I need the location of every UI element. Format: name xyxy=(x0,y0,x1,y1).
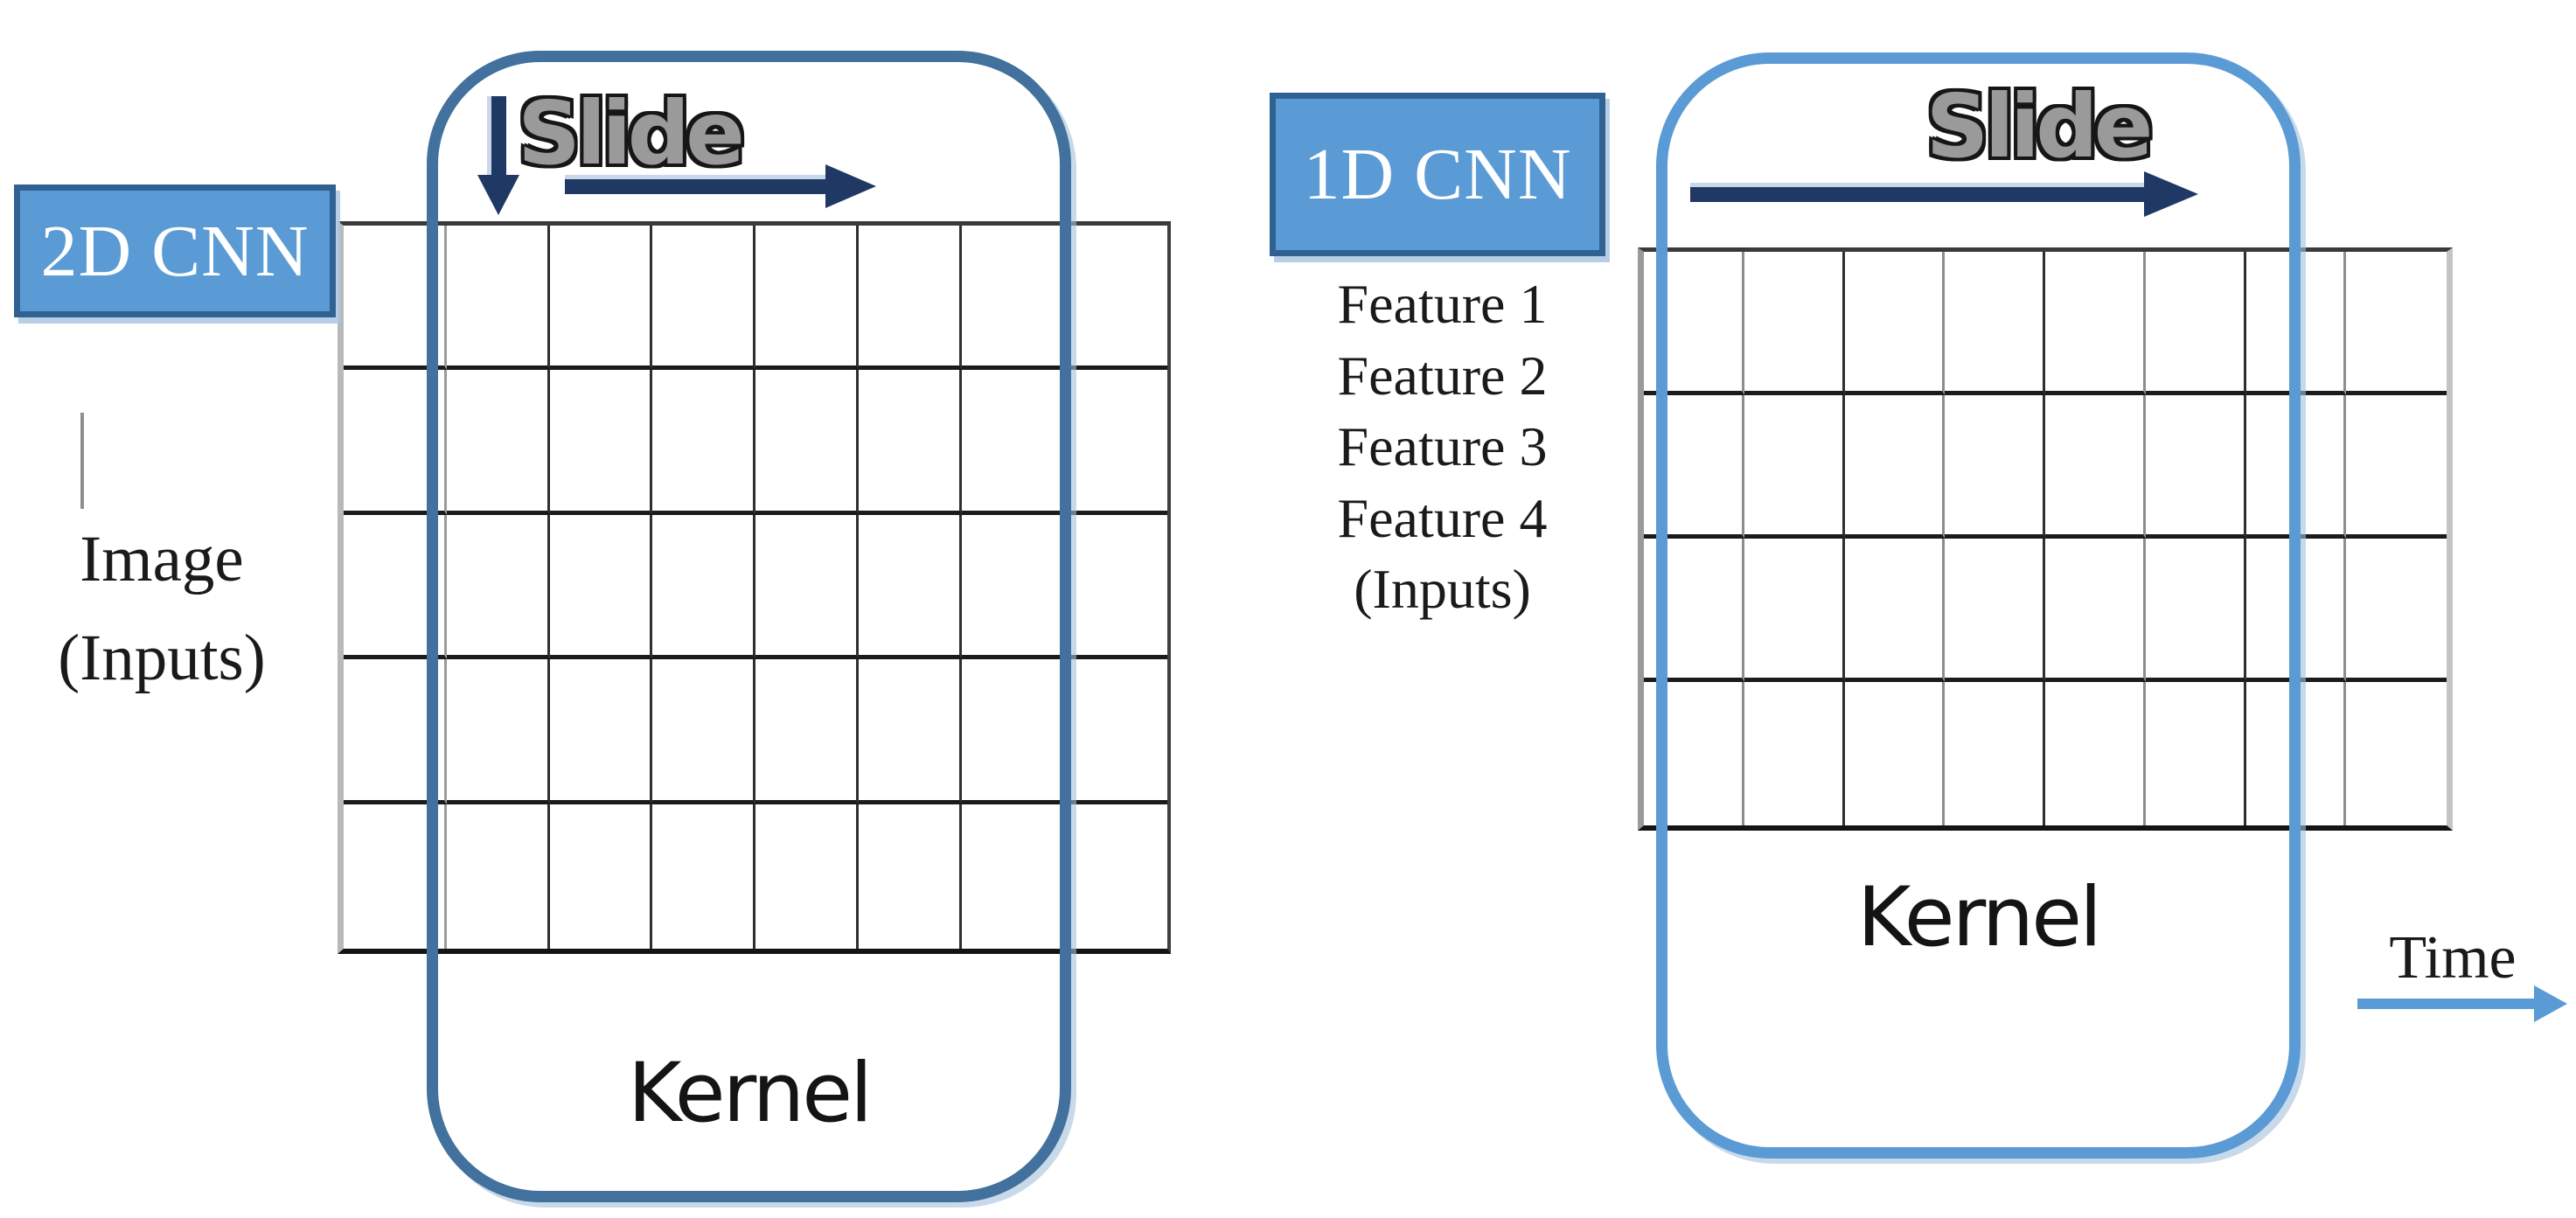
feature-label: Feature 1 xyxy=(1337,273,1548,335)
slide-right-arrow-icon-1d xyxy=(2144,171,2198,217)
grid-cell xyxy=(549,226,653,371)
grid-cell xyxy=(1844,395,1946,539)
grid-cell xyxy=(1845,682,1946,825)
grid-cell xyxy=(1064,226,1167,371)
grid-cell xyxy=(549,370,653,515)
grid-cell xyxy=(446,659,550,804)
grid-cell xyxy=(2145,252,2246,395)
grid-cell xyxy=(1644,539,1744,682)
grid-cell xyxy=(858,514,962,660)
time-label: Time xyxy=(2389,924,2517,992)
grid-cell xyxy=(1744,539,1845,682)
grid-cell xyxy=(1844,539,1946,682)
kernel-outline-2d xyxy=(427,51,1071,1202)
kernel-outline-1d xyxy=(1656,52,2301,1159)
grid-cell xyxy=(549,514,653,660)
grid-cell xyxy=(1744,395,1845,539)
grid-cell xyxy=(1064,659,1167,804)
feature-labels: Feature 1 Feature 2 Feature 3 Feature 4 … xyxy=(1270,268,1615,625)
grid-cell xyxy=(344,514,447,660)
slide-right-arrow-icon-2d xyxy=(825,164,876,208)
grid-cell xyxy=(1844,252,1946,395)
grid-cell xyxy=(2246,682,2347,825)
grid-cell xyxy=(858,659,962,804)
input-grid-1d xyxy=(1638,247,2453,831)
grid-cell xyxy=(549,659,653,804)
tag-2d-cnn-label: 2D CNN xyxy=(40,210,310,292)
grid-cell xyxy=(550,804,653,949)
grid-cell xyxy=(652,659,755,804)
grid-cell xyxy=(859,804,962,949)
image-inputs-label: (Inputs) xyxy=(58,622,266,694)
slide-down-arrow-shaft xyxy=(491,96,506,177)
grid-cell xyxy=(2146,682,2246,825)
tag-1d-cnn-label: 1D CNN xyxy=(1303,134,1572,215)
time-arrow-icon xyxy=(2534,985,2567,1022)
slide-right-arrow-shaft-2d xyxy=(565,179,825,194)
grid-cell xyxy=(1744,682,1845,825)
image-axis-tick xyxy=(80,413,84,509)
input-grid-2d xyxy=(338,221,1171,954)
grid-cell xyxy=(858,370,962,515)
grid-cell xyxy=(652,514,755,660)
grid-cell xyxy=(755,804,859,949)
grid-cell xyxy=(858,226,962,371)
grid-cell xyxy=(2346,539,2447,682)
slide-down-arrow-icon xyxy=(477,175,519,215)
grid-cell xyxy=(2045,395,2146,539)
feature-label: Feature 2 xyxy=(1337,344,1548,407)
grid-cell xyxy=(2346,682,2447,825)
grid-cell xyxy=(755,370,859,515)
grid-cell xyxy=(2346,395,2447,539)
feature-label: Feature 4 xyxy=(1337,486,1548,549)
feature-label: Feature 3 xyxy=(1337,415,1548,477)
grid-cell xyxy=(1644,682,1744,825)
grid-cell xyxy=(2145,395,2246,539)
image-label: Image xyxy=(80,523,244,595)
slide-label-1d: Slide xyxy=(1925,75,2154,177)
grid-cell xyxy=(755,514,859,660)
tag-1d-cnn: 1D CNN xyxy=(1270,93,1605,256)
grid-cell xyxy=(1945,395,2045,539)
grid-cell xyxy=(755,226,859,371)
grid-cell xyxy=(446,370,550,515)
grid-cell xyxy=(1064,804,1167,949)
kernel-label-1d: Kernel xyxy=(1856,870,2102,965)
grid-cell xyxy=(344,804,447,949)
grid-cell xyxy=(1644,395,1744,539)
time-arrow-shaft xyxy=(2357,999,2536,1009)
grid-cell xyxy=(2145,539,2246,682)
grid-cell xyxy=(1945,539,2045,682)
grid-cell xyxy=(447,804,550,949)
grid-cell xyxy=(1644,252,1744,395)
grid-cell xyxy=(446,514,550,660)
grid-cell xyxy=(2346,252,2447,395)
grid-cell xyxy=(1945,252,2045,395)
slide-label-2d: Slide xyxy=(518,82,745,184)
grid-cell xyxy=(344,226,447,371)
kernel-label-2d: Kernel xyxy=(627,1046,873,1141)
slide-right-arrow-shaft-1d xyxy=(1690,187,2144,202)
grid-cell xyxy=(652,370,755,515)
grid-cell xyxy=(652,804,755,949)
feature-inputs-label: (Inputs) xyxy=(1354,558,1531,620)
grid-cell xyxy=(652,226,755,371)
grid-cell xyxy=(344,659,447,804)
grid-cell xyxy=(1744,252,1845,395)
tag-2d-cnn: 2D CNN xyxy=(14,184,336,317)
grid-cell xyxy=(446,226,550,371)
grid-cell xyxy=(1064,370,1167,515)
grid-cell xyxy=(2045,682,2146,825)
grid-cell xyxy=(1064,515,1167,660)
grid-cell xyxy=(755,659,859,804)
grid-cell xyxy=(344,370,447,515)
grid-cell xyxy=(2045,252,2146,395)
grid-cell xyxy=(2045,539,2146,682)
grid-cell xyxy=(1945,682,2045,825)
